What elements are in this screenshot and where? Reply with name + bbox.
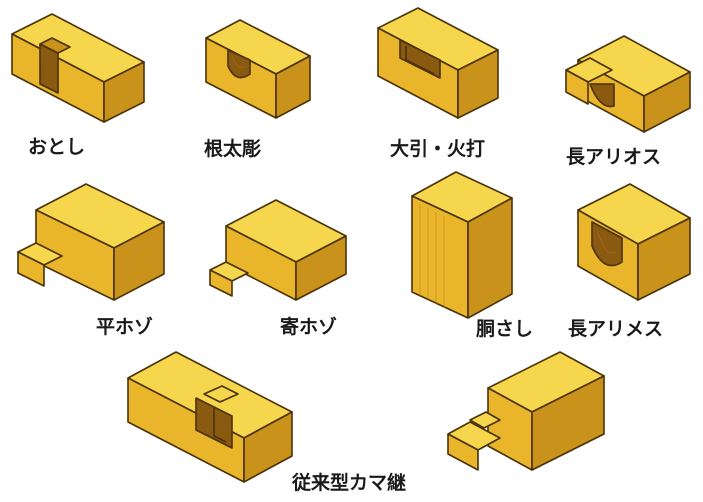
nagari-osu-block [565, 35, 691, 133]
label-nagari-mesu: 長アリメス [568, 318, 664, 340]
dosashi-block [411, 171, 513, 319]
label-yose-hozo: 寄ホゾ [280, 316, 338, 338]
label-obiki-hiuchi: 大引・火打 [390, 138, 486, 160]
kama-tsugi-right-block [447, 351, 605, 471]
label-otoshi: おとし [28, 136, 86, 158]
kama-tsugi-left-block [127, 351, 293, 483]
otoshi-block [11, 13, 145, 123]
label-hira-hozo: 平ホゾ [96, 316, 154, 338]
label-kama-tsugi: 従来型カマ継 [292, 472, 407, 494]
label-dosashi: 胴さし [476, 318, 534, 340]
label-nagari-osu: 長アリオス [566, 146, 662, 168]
obiki-hiuchi-block [377, 7, 499, 119]
nagari-mesu-block [577, 183, 691, 301]
yose-hozo-block [209, 199, 347, 301]
label-nedabori: 根太彫 [204, 138, 262, 160]
hira-hozo-block [17, 183, 165, 301]
nedabori-block [205, 19, 311, 119]
